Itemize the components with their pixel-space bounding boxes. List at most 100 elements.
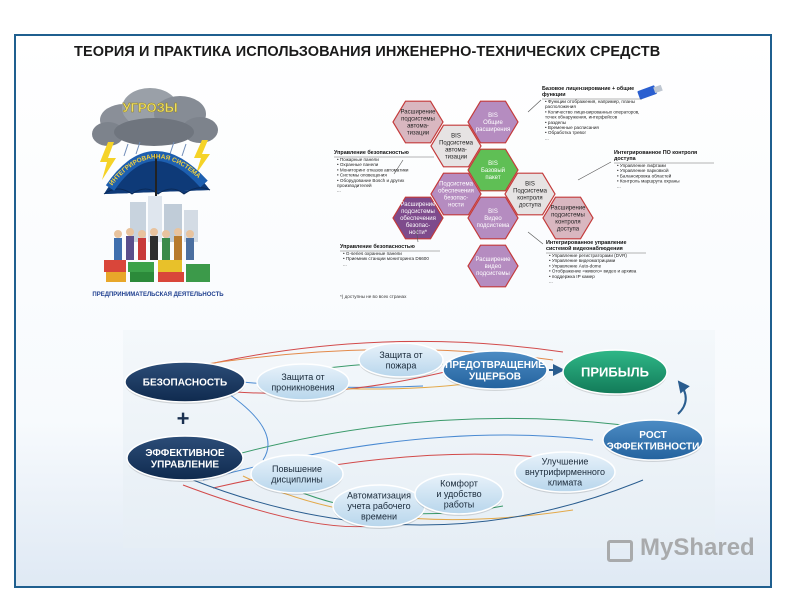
bis-block-item: • Пожарные панели [337, 157, 379, 162]
bis-block-item: • Управление парковкой [617, 167, 669, 173]
bis-hex-label: доступа [557, 227, 580, 233]
flow-node-label: климата [548, 478, 582, 488]
bis-hex-label: тизации [445, 155, 467, 161]
bis-block-item: ... [337, 188, 341, 193]
bis-hex-label: BIS [525, 182, 535, 188]
bis-block-item: • Управление видеоматрицами [549, 258, 616, 263]
bis-hex-label: автома- [407, 124, 429, 130]
bis-block-item: • Балансировка областей [617, 172, 672, 178]
bis-hex-label: контроля [517, 196, 542, 202]
illustration: УГРОЗЫ ИНТЕГРИРОВАННАЯ СИСТЕМА БЕЗОПАСНО… [88, 84, 224, 298]
bis-hex-label: подсистемы [476, 271, 510, 277]
flow-node-label: и удобство [436, 489, 481, 499]
bis-block-item: • Временные расписания [545, 125, 599, 130]
flow-node-label: Улучшение [542, 457, 589, 467]
bis-hex-label: обеспечения [400, 216, 436, 222]
bis-hex-label: видео [485, 264, 502, 270]
umbrella-icon [103, 151, 211, 234]
flow-node: ПРИБЫЛЬ [562, 349, 668, 396]
rain-icon [123, 141, 187, 157]
bis-block-item: • разделы [545, 120, 566, 125]
bis-hex-label: ности [448, 203, 464, 209]
bis-info-block: Управление безопасностью• Пожарные панел… [334, 149, 434, 193]
flow-node-label: работы [444, 500, 475, 510]
flow-node-label: Комфорт [440, 479, 478, 489]
bis-block-item: • Контроль маршрута охраны [617, 179, 680, 184]
bis-block-heading: Управление безопасностью [334, 149, 409, 156]
bis-hex-label: Общие [483, 120, 503, 126]
bis-block-heading: Управление безопасностью [340, 243, 415, 250]
bis-info-block: Управление безопасностью• G-series охран… [340, 243, 440, 266]
people-icon [114, 228, 194, 260]
bis-block-item: • Количество лицензированных операторов, [545, 109, 639, 114]
bis-hex-label: ности* [409, 230, 428, 236]
bis-block-item: • Приемник станции мониторинга D6600 [343, 256, 429, 261]
bis-block-item: • Управление регистраторами (DVR) [549, 253, 627, 258]
bis-hex-label: Видео [484, 216, 502, 222]
bis-hex-label: Подсистема [439, 182, 474, 188]
bis-block-item: ... [545, 135, 549, 140]
illustration-caption: ПРЕДПРИНИМАТЕЛЬСКАЯ ДЕЯТЕЛЬНОСТЬ [92, 292, 224, 298]
bis-block-heading: функции [542, 91, 566, 98]
bis-hex-label: Расширение [476, 257, 512, 263]
flow-node-label: времени [361, 512, 397, 522]
bis-hex-label: подсистемы [551, 213, 585, 219]
bis-block-item: ... [343, 261, 347, 266]
flow-node-label: Автоматизация [347, 491, 411, 501]
flow-node-label: ЭФФЕКТИВНОСТИ [607, 441, 700, 452]
bis-block-heading: доступа [614, 156, 637, 162]
bis-hex-label: расширения [476, 127, 510, 133]
flow-node-label: Защита от [379, 350, 422, 360]
flow-node-label: проникновения [271, 382, 334, 392]
storm-cloud-icon [92, 88, 218, 146]
slide-title: ТЕОРИЯ И ПРАКТИКА ИСПОЛЬЗОВАНИЯ ИНЖЕНЕРН… [74, 44, 661, 60]
bis-block-item: • Охранные панели [337, 162, 379, 167]
flow-node-label: БЕЗОПАСНОСТЬ [143, 378, 227, 389]
bis-hex-label: безопас- [406, 223, 430, 229]
flow-node-label: пожара [386, 360, 417, 370]
bis-block-item: • G-series охранные панели [343, 251, 402, 256]
bis-hex-label: обеспечения [438, 189, 474, 195]
flow-node-label: Повышение [272, 464, 322, 474]
bis-block-item: • Оборудование Bosch и других [337, 178, 405, 183]
watermark: MyShared [640, 534, 755, 561]
flow-node-label: РОСТ [639, 430, 666, 441]
bis-hex-label: BIS [451, 134, 461, 140]
bis-hex-label: Расширение [551, 206, 587, 212]
bis-block-heading: Интегрированное управление [546, 240, 626, 246]
flow-node-label: внутрифирменного [525, 467, 605, 477]
bis-hex-label: Подсистема [439, 141, 474, 147]
watermark-icon [607, 540, 633, 562]
plus-sign: + [177, 406, 190, 431]
bis-hex-label: автома- [445, 148, 467, 154]
bis-block-item: • Мониторинг отказов автоматики [337, 167, 409, 172]
flow-node-label: ЭФФЕКТИВНОЕ [145, 448, 224, 459]
bis-block-heading: Интегрированное ПО контроля [614, 150, 697, 156]
lightning-icon [100, 140, 210, 180]
bis-block-item: ... [617, 184, 621, 189]
bis-block-item: • Отображение «живого» видео и архива [549, 269, 637, 274]
bis-block-heading: Базовое лицензирование + общие [542, 85, 634, 92]
bis-block-item: ... [549, 279, 553, 284]
bis-block-item: • поддержка IP камер [549, 274, 595, 279]
bis-hex-label: BIS [488, 161, 498, 167]
bis-block-item: • Обработка тревог [545, 130, 586, 135]
bis-hex-label: доступа [519, 203, 542, 209]
bis-hex-label: BIS [488, 209, 498, 215]
bis-hex-label: тизации [407, 131, 429, 137]
flow-node-label: УЩЕРБОВ [469, 371, 521, 382]
bis-footnote: *) доступны не во всех странах [340, 294, 407, 299]
